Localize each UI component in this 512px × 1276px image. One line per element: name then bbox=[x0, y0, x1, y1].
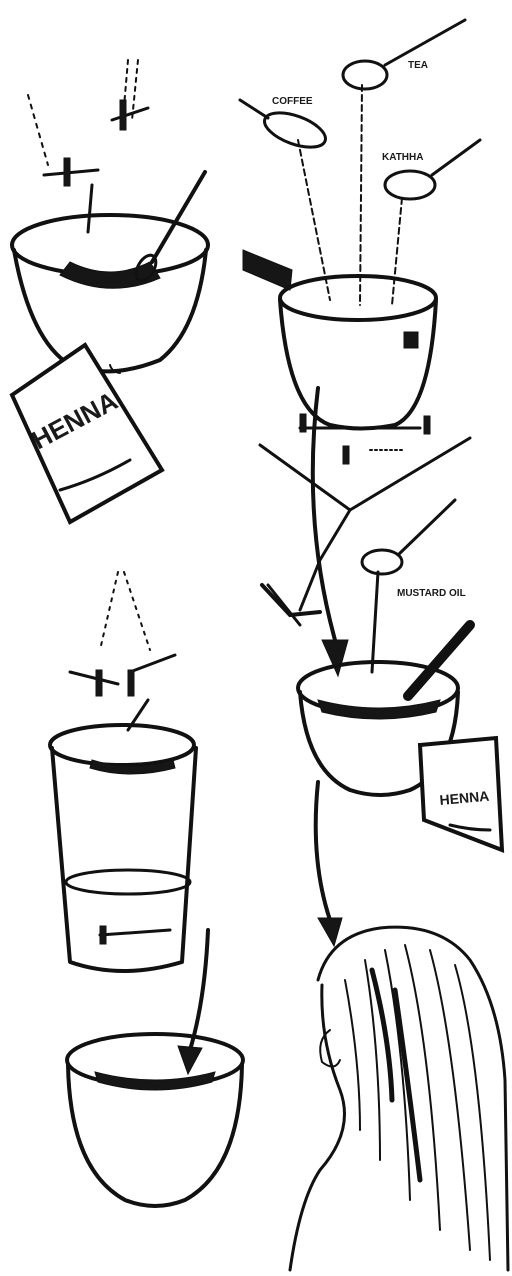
coffee-spoon-icon bbox=[240, 100, 330, 154]
coffee-label: COFFEE bbox=[272, 96, 313, 107]
panel-mustard-oil-mortar: MUSTARD OIL HENNA bbox=[298, 500, 502, 946]
katha-label: KATHHA bbox=[382, 152, 423, 163]
mustard-oil-label: MUSTARD OIL bbox=[397, 588, 466, 599]
panel-boiling-pan: COFFEE TEA KATHHA bbox=[240, 20, 480, 464]
iron-nail-icon bbox=[112, 100, 148, 130]
iron-nail-icon bbox=[128, 655, 175, 696]
tea-label: TEA bbox=[408, 60, 428, 71]
woman-head bbox=[290, 927, 508, 1270]
cooking-pan bbox=[280, 276, 436, 429]
panel-hair-application bbox=[290, 927, 508, 1270]
iron-bowl bbox=[12, 215, 208, 373]
oil-spoon-icon bbox=[362, 500, 455, 574]
tea-spoon-icon bbox=[343, 20, 465, 89]
water-glass bbox=[50, 725, 196, 971]
panel-empty-bowl bbox=[67, 1034, 243, 1206]
katha-spoon-icon bbox=[385, 140, 480, 199]
henna-packet: HENNA bbox=[420, 738, 502, 850]
flow-arrows bbox=[260, 388, 470, 676]
iron-nail-icon bbox=[70, 670, 118, 696]
henna-packet: HENNA bbox=[12, 345, 162, 522]
panel-nails-into-bowl: HENNA bbox=[12, 60, 208, 522]
panel-nails-in-water bbox=[50, 572, 208, 1074]
iron-nail-icon bbox=[44, 158, 98, 186]
